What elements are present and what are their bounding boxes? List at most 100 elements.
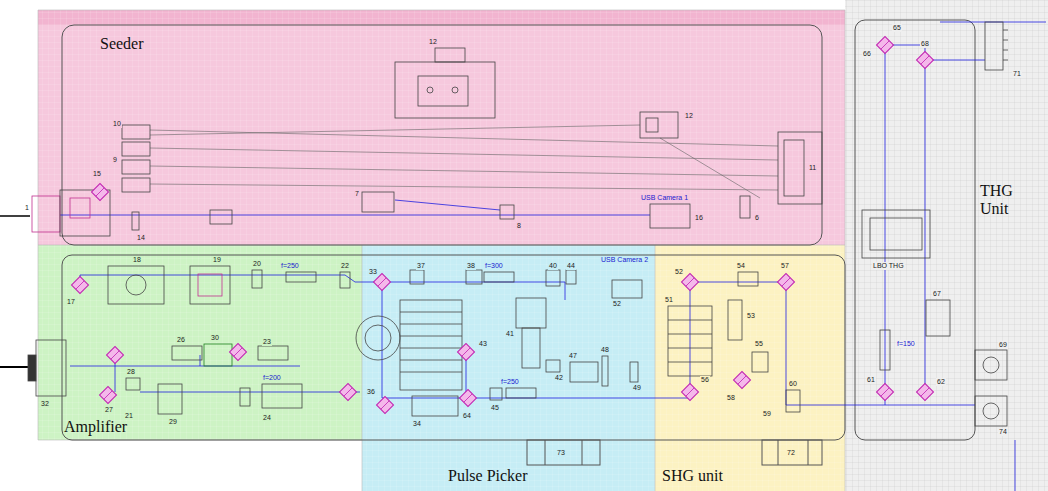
- seeder-components: [778, 132, 822, 204]
- amplifier-mirrors: [340, 384, 357, 401]
- breadboard-frames: [855, 20, 975, 440]
- region-title: SHG unit: [662, 467, 723, 485]
- callout-number: 68: [920, 40, 930, 48]
- callout-number: 34: [412, 420, 422, 428]
- seeder-components: [32, 48, 822, 236]
- amplifier-beams: [0, 366, 28, 368]
- thg-components: [975, 350, 1007, 380]
- callout-number: 73: [556, 449, 566, 457]
- callout-number: 48: [600, 346, 610, 354]
- callout-number: 52: [612, 300, 622, 308]
- amplifier-components: [340, 272, 350, 288]
- callout-number: 20: [252, 260, 262, 268]
- callout-number: 56: [700, 376, 710, 384]
- picker-components: [506, 388, 536, 398]
- picker-components: [400, 300, 462, 390]
- seeder-components: [122, 125, 150, 139]
- seeder-components: [132, 212, 139, 230]
- region-grounds: [38, 10, 845, 491]
- amplifier-components: [258, 346, 288, 360]
- amplifier-components: [28, 355, 36, 381]
- callout-number: 6: [754, 214, 760, 222]
- region-grounds: [38, 0, 1048, 491]
- picker-mirrors: [458, 344, 475, 361]
- callout-number: 15: [92, 170, 102, 178]
- blue-annotation: USB Camera 1: [640, 194, 689, 202]
- seeder-beams: [60, 200, 650, 215]
- seeder-components: [395, 62, 495, 118]
- amplifier-mirrors: [72, 277, 89, 294]
- callout-number: 12: [428, 38, 438, 46]
- picker-components: [490, 388, 502, 400]
- picker-components: [356, 270, 642, 416]
- seeder-components: [122, 178, 150, 192]
- shg-components: [668, 306, 712, 376]
- breadboard-frames: [62, 255, 845, 440]
- shg-components: [668, 272, 800, 412]
- amplifier-components: [28, 266, 350, 414]
- breadboard-frames: [808, 440, 809, 465]
- thg-mirrors: [877, 384, 894, 401]
- callout-number: 42: [554, 374, 564, 382]
- amplifier-components: [172, 346, 202, 360]
- callout-number: 32: [40, 400, 50, 408]
- picker-mirrors: [374, 274, 477, 414]
- region-title: THG Unit: [980, 182, 1026, 219]
- seeder-components: [362, 192, 394, 212]
- picker-components: [602, 356, 608, 386]
- callout-number: 29: [168, 418, 178, 426]
- shg-components: [786, 390, 800, 412]
- seeder-beams: [150, 125, 778, 198]
- region-grounds: [845, 0, 1048, 491]
- picker-components: [410, 270, 424, 284]
- seeder-mirrors: [92, 184, 109, 201]
- blue-annotation: f=300: [484, 262, 504, 270]
- picker-components: [546, 360, 560, 372]
- seeder-beams: [0, 215, 30, 217]
- region-panel: Pulse Picker: [362, 245, 655, 491]
- picker-mirrors: [460, 390, 477, 407]
- callout-number: LBO THG: [872, 262, 905, 270]
- seeder-components: [784, 140, 804, 196]
- thg-mirrors: [917, 384, 934, 401]
- callout-number: 43: [478, 340, 488, 348]
- thg-mirrors: [877, 37, 894, 54]
- amplifier-components: [286, 272, 316, 282]
- callout-number: 44: [566, 262, 576, 270]
- seeder-components: [210, 210, 232, 224]
- picker-beams: [355, 282, 690, 398]
- callout-number: 72: [786, 449, 796, 457]
- seeder-components: [122, 160, 150, 174]
- seeder-components: [740, 196, 750, 218]
- callout-number: 17: [66, 298, 76, 306]
- region-grounds: [845, 0, 1048, 491]
- callout-number: 52: [674, 268, 684, 276]
- region-title: Amplifier: [64, 418, 127, 436]
- callout-number: 62: [936, 378, 946, 386]
- callout-number: 53: [746, 312, 756, 320]
- seeder-components: [646, 118, 658, 132]
- callout-number: 22: [340, 262, 350, 270]
- callout-number: 9: [112, 156, 118, 164]
- amplifier-components: [36, 340, 66, 396]
- picker-components: [412, 396, 458, 416]
- shg-mirrors: [682, 274, 795, 401]
- breadboard-frames: [62, 25, 822, 245]
- thg-components: [862, 210, 930, 258]
- callout-number: 16: [694, 214, 704, 222]
- region-title: Seeder: [100, 35, 144, 53]
- thg-components: [983, 357, 999, 373]
- picker-components: [566, 270, 576, 284]
- blue-annotation: f=250: [280, 262, 300, 270]
- shg-mirrors: [682, 384, 699, 401]
- amplifier-components: [262, 384, 302, 408]
- callout-number: 7: [354, 190, 360, 198]
- callout-number: 38: [466, 262, 476, 270]
- callout-number: 65: [892, 24, 902, 32]
- picker-components: [356, 316, 400, 360]
- callout-number: 28: [126, 368, 136, 376]
- amplifier-components: [108, 266, 164, 304]
- amplifier-beams: [70, 275, 360, 392]
- thg-components: [880, 330, 890, 370]
- seeder-components: [435, 48, 465, 62]
